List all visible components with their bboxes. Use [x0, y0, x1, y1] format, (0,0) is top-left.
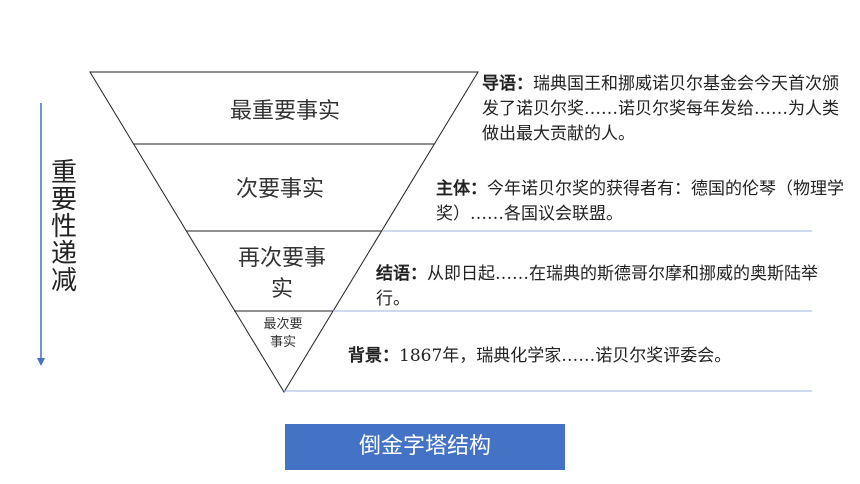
- description-ending: 结语：从即日起……在瑞典的斯德哥尔摩和挪威的奥斯陆举行。: [376, 262, 830, 312]
- structure-caption: 倒金字塔结构: [285, 424, 565, 470]
- description-background-text: 1867年，瑞典化学家……诺贝尔奖评委会。: [399, 346, 732, 366]
- tier-label-most-important: 最重要事实: [229, 99, 340, 124]
- description-lead-text: 瑞典国王和挪威诺贝尔基金会今天首次颁发了诺贝尔奖……诺贝尔奖每年发给……为人类做…: [482, 74, 839, 144]
- tier-label-tertiary: 再次要事 实: [237, 246, 326, 302]
- description-background-key: 背景：: [348, 346, 399, 366]
- description-lead-key: 导语：: [482, 74, 533, 94]
- tier-label-secondary: 次要事实: [235, 177, 324, 202]
- description-body: 主体：今年诺贝尔奖的获得者有：德国的伦琴（物理学奖）……各国议会联盟。: [436, 177, 844, 227]
- description-lead: 导语：瑞典国王和挪威诺贝尔基金会今天首次颁发了诺贝尔奖……诺贝尔奖每年发给……为…: [482, 72, 842, 147]
- decrease-arrow-head: [37, 358, 45, 366]
- description-background: 背景：1867年，瑞典化学家……诺贝尔奖评委会。: [348, 344, 828, 369]
- side-label-char: 递: [50, 239, 77, 269]
- importance-decreasing-label: 重要性递减: [44, 160, 84, 295]
- description-ending-text: 从即日起……在瑞典的斯德哥尔摩和挪威的奥斯陆举行。: [376, 264, 818, 309]
- side-label-char: 性: [50, 212, 77, 242]
- description-ending-key: 结语：: [376, 264, 427, 284]
- side-label-char: 要: [50, 185, 77, 215]
- side-label-char: 减: [50, 266, 77, 296]
- description-body-key: 主体：: [436, 179, 487, 199]
- pyramid-outline: [89, 71, 479, 393]
- description-body-text: 今年诺贝尔奖的获得者有：德国的伦琴（物理学奖）……各国议会联盟。: [436, 179, 844, 224]
- tier-label-least-important: 最次要 事实: [263, 317, 303, 350]
- side-label-char: 重: [50, 158, 77, 188]
